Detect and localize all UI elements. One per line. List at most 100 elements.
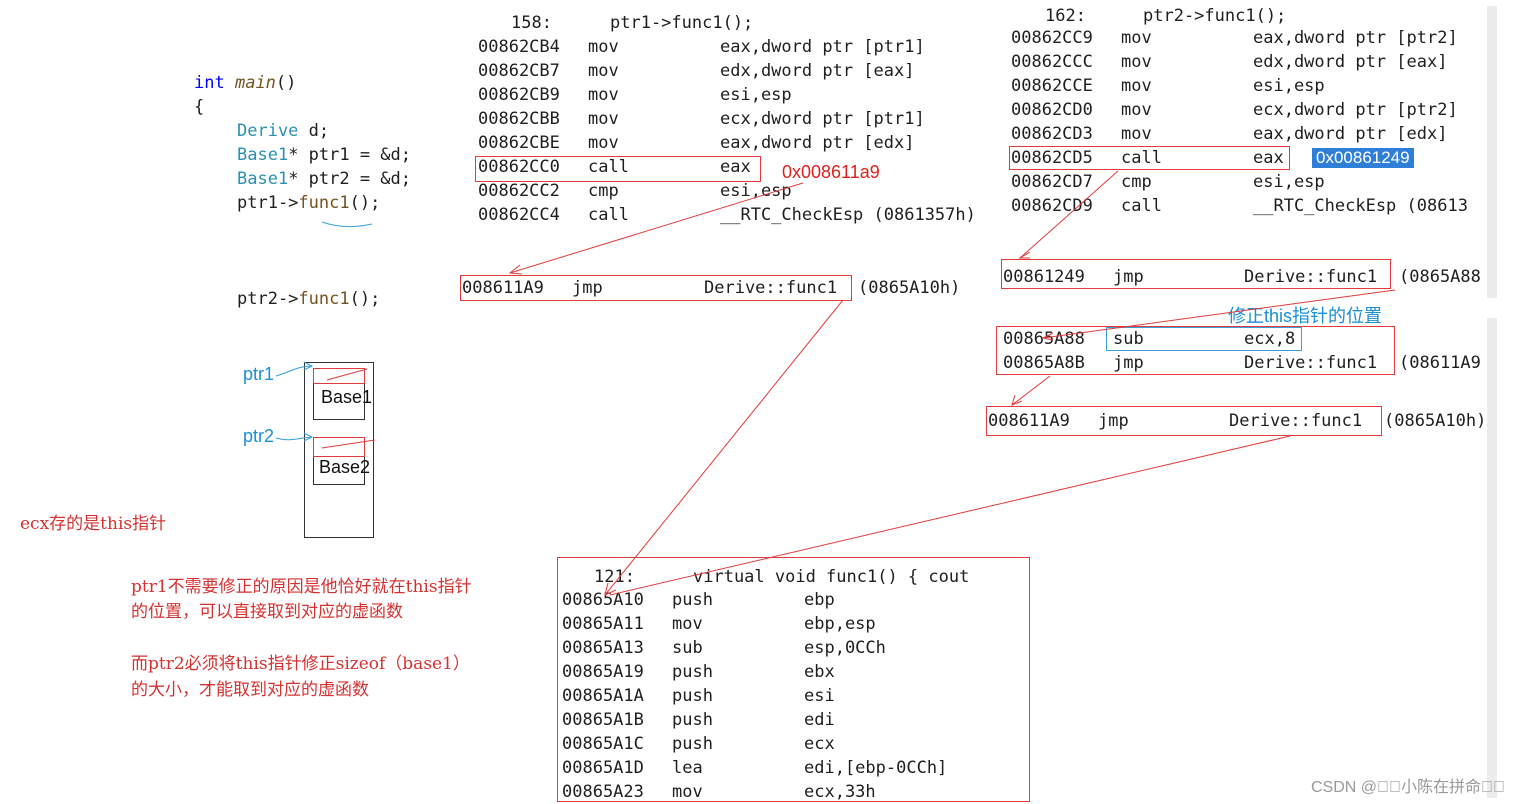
right-asm-addr: 00862CD0 — [1011, 100, 1093, 120]
source-line-call2: ptr2->func1(); — [237, 287, 380, 311]
left-asm-op: call — [588, 157, 629, 177]
right-jmp2-tail: (0865A10h) — [1384, 411, 1487, 431]
func1-asm-arg: ebp — [804, 590, 835, 610]
base1-label: Base1 — [321, 387, 373, 407]
left-asm-arg: esi,esp — [720, 85, 792, 105]
call2-pre: ptr2-> — [237, 289, 299, 309]
left-jmp-box — [460, 275, 852, 301]
source-line-brace: { — [194, 97, 205, 117]
fix-this-label: 修正this指针的位置 — [1228, 306, 1383, 326]
base2-label: Base2 — [319, 457, 371, 477]
right-jmp2-op: jmp — [1098, 411, 1129, 431]
left-asm-op: mov — [588, 109, 619, 129]
source-line-derive: Derive d; — [237, 119, 329, 143]
right-asm-arg: edx,dword ptr [eax] — [1253, 52, 1448, 72]
func1-asm-op: push — [672, 710, 713, 730]
func1-asm-op: push — [672, 662, 713, 682]
left-asm-row: 00862CBB mov ecx,dword ptr [ptr1] — [478, 107, 1018, 131]
func1-asm-arg: ecx — [804, 734, 835, 754]
right-jmp1-tail: (0865A88 — [1399, 267, 1481, 287]
func1-asm-arg: ebx — [804, 662, 835, 682]
ptr1-label: ptr1 — [243, 364, 275, 384]
source-line-call1: ptr1->func1(); — [237, 191, 380, 215]
right-asm-op: cmp — [1121, 172, 1152, 192]
arrow-jmp-to-func1 — [604, 299, 844, 596]
right-jmp2-row: 008611A9 jmp Derive::func1 (0865A10h) — [988, 409, 1508, 433]
thunk1-addr: 00865A88 — [1003, 329, 1085, 349]
func1-header-code: virtual void func1() { cout — [693, 567, 970, 587]
right-asm-addr: 00862CD5 — [1011, 148, 1093, 168]
func1-asm-addr: 00865A19 — [562, 662, 644, 682]
ecx-note: ecx存的是this指针 — [20, 514, 167, 534]
right-call-target: 0x00861249 — [1312, 148, 1414, 168]
ptr1-arrowhead — [303, 361, 314, 371]
right-asm-arg: eax,dword ptr [ptr2] — [1253, 28, 1458, 48]
arrow-call-to-jmp-right — [1019, 170, 1119, 259]
type-base1: Base1 — [237, 145, 289, 165]
left-asm-op: mov — [588, 37, 619, 57]
left-call-highlight — [475, 156, 761, 182]
thunk1-op: sub — [1113, 329, 1144, 349]
ptr2-arrow — [275, 436, 313, 441]
arrowhead-2 — [604, 582, 617, 596]
scrollbar-top[interactable] — [1487, 6, 1497, 298]
object-layout-box — [304, 362, 374, 538]
arrowhead-4 — [1041, 332, 1054, 341]
thunk1-arg: ecx,8 — [1244, 329, 1296, 349]
left-jmp-row: 008611A9 jmp Derive::func1 (0865A10h) — [462, 276, 982, 300]
right-asm-addr: 00862CD3 — [1011, 124, 1093, 144]
source-line-main: int main() — [194, 71, 296, 95]
paren: () — [275, 73, 297, 93]
right-asm-arg: __RTC_CheckEsp (08613 — [1253, 196, 1468, 216]
right-jmp1-addr: 00861249 — [1003, 267, 1085, 287]
thunk2-arg: Derive::func1 — [1244, 353, 1378, 373]
left-asm-op: mov — [588, 133, 619, 153]
right-asm-op: mov — [1121, 52, 1152, 72]
right-asm-op: mov — [1121, 124, 1152, 144]
func1-asm-op: lea — [672, 758, 703, 778]
sub-ecx-highlight — [1106, 327, 1302, 351]
left-jmp-op: jmp — [572, 278, 603, 298]
left-asm-addr: 00862CBB — [478, 109, 560, 129]
func1-asm-op: mov — [672, 782, 703, 802]
thunk-box — [996, 326, 1395, 375]
vptr-line-2 — [321, 439, 376, 449]
ptr1-note-line2: 的位置，可以直接取到对应的虚函数 — [131, 602, 403, 622]
left-asm-addr: 00862CC2 — [478, 181, 560, 201]
scrollbar-bottom[interactable] — [1487, 318, 1497, 798]
arrow-thunk-to-jmp2 — [1011, 375, 1051, 406]
thunk2-addr: 00865A8B — [1003, 353, 1085, 373]
watermark: CSDN @  小陈在拼命   — [1311, 779, 1506, 796]
func1-asm-addr: 00865A11 — [562, 614, 644, 634]
left-asm-arg: eax — [720, 157, 751, 177]
right-asm-op: call — [1121, 196, 1162, 216]
ptr2-label: ptr2 — [243, 426, 275, 446]
func1-asm-addr: 00865A1B — [562, 710, 644, 730]
ptr2-note-line2: 的大小，才能取到对应的虚函数 — [131, 680, 369, 700]
right-asm-header-code: ptr2->func1(); — [1143, 6, 1287, 26]
right-asm-addr: 00862CC9 — [1011, 28, 1093, 48]
right-jmp1-row: 00861249 jmp Derive::func1 (0865A88 — [1003, 265, 1503, 289]
func1-asm-arg: esi — [804, 686, 835, 706]
right-asm-addr: 00862CCC — [1011, 52, 1093, 72]
arrow-jmp-to-thunk — [1042, 289, 1396, 339]
left-asm-arg: ecx,dword ptr [ptr1] — [720, 109, 925, 129]
right-asm-op: mov — [1121, 100, 1152, 120]
left-asm-addr: 00862CC4 — [478, 205, 560, 225]
type-derive: Derive — [237, 121, 299, 141]
call2-fn: func1 — [298, 289, 350, 309]
thunk2-tail: (08611A9 — [1399, 353, 1481, 373]
base1-vptr-box — [313, 368, 365, 384]
left-asm-addr: 00862CB7 — [478, 61, 560, 81]
func1-header-line: 121: — [594, 567, 635, 587]
func1-asm-arg: ebp,esp — [804, 614, 876, 634]
